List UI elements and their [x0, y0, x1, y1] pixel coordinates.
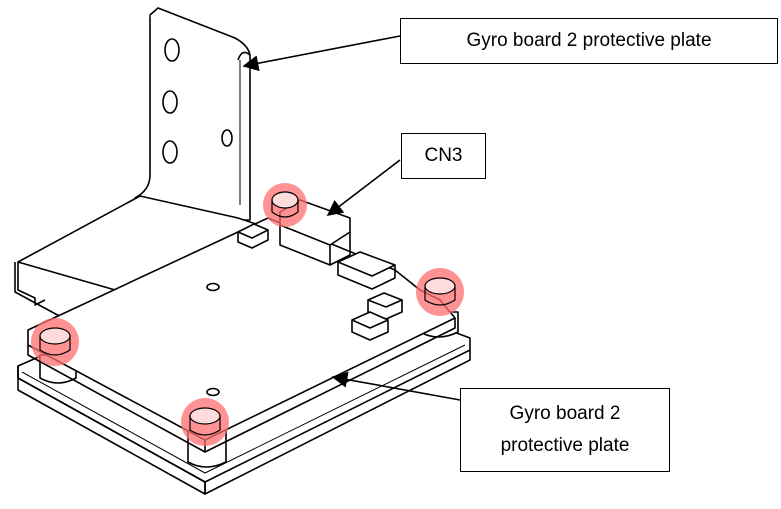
callout-cn3-label: CN3	[424, 145, 463, 166]
leader-line-cn3	[326, 159, 401, 216]
callout-top: Gyro board 2 protective plate	[400, 18, 778, 64]
callout-bottom-line1: Gyro board 2	[509, 403, 621, 424]
screw-highlights	[31, 183, 464, 446]
screw-bottom	[181, 398, 229, 446]
callout-top-label: Gyro board 2 protective plate	[466, 30, 712, 51]
leader-line-top	[242, 35, 401, 72]
screw-right	[416, 268, 464, 316]
screw-top-left	[263, 183, 307, 227]
screw-left	[31, 318, 79, 366]
leader-line-bottom	[331, 371, 461, 401]
callout-bottom: Gyro board 2 protective plate	[460, 388, 670, 472]
callout-bottom-line2: protective plate	[500, 435, 630, 456]
callout-cn3: CN3	[401, 133, 486, 179]
